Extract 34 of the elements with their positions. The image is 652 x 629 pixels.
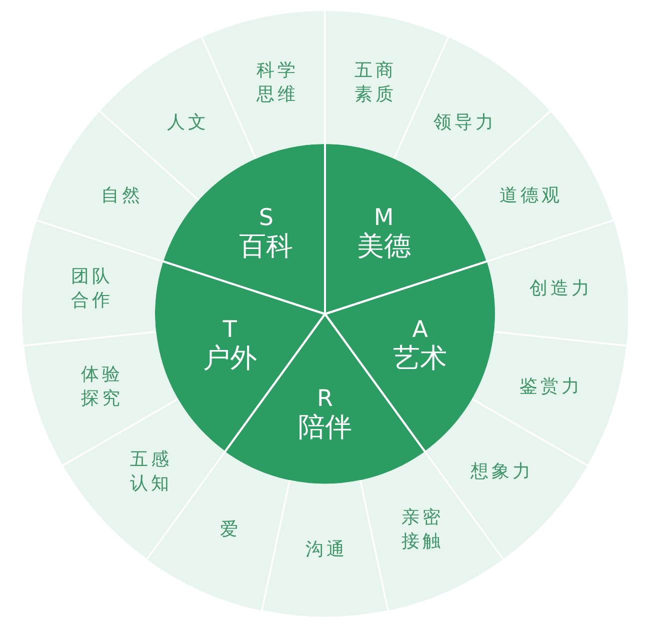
skill-label: 五商素质 [354, 59, 398, 108]
skill-label: 创造力 [528, 277, 594, 302]
ring-segment [424, 399, 588, 560]
skill-label: 体验探究 [80, 362, 124, 411]
skill-label: 人文 [166, 111, 210, 136]
ring-segment [262, 480, 388, 617]
skill-label: 科学思维 [255, 59, 300, 108]
category-letter: A [412, 316, 428, 343]
skill-label: 亲密接触 [400, 506, 444, 554]
skill-label: 想象力 [469, 460, 534, 484]
ring-segment [146, 452, 290, 610]
category-label: 百科 [239, 232, 294, 262]
ring-segment [24, 332, 178, 466]
pie-sector [325, 144, 487, 314]
skill-label: 爱 [218, 518, 242, 542]
category-label: 户外 [202, 344, 257, 374]
category-label: 陪伴 [298, 413, 352, 443]
ring-segment [451, 111, 614, 262]
category-letter: S [258, 205, 274, 232]
category-label: 美德 [356, 232, 411, 262]
skill-label: 道德观 [498, 184, 564, 208]
ring-segment [22, 220, 164, 346]
skill-label: 鉴赏力 [518, 374, 584, 399]
skill-label: 领导力 [432, 111, 498, 136]
ring-segment [486, 220, 628, 346]
category-letter: R [317, 386, 333, 412]
skill-label: 自然 [100, 184, 144, 208]
skill-label: 团队合作 [70, 265, 114, 314]
category-label: 艺术 [393, 344, 448, 374]
category-letter: T [222, 316, 237, 343]
pie-sector [163, 144, 325, 314]
category-letter: M [374, 205, 394, 232]
skill-label: 五感认知 [129, 448, 174, 496]
skill-label: 沟通 [304, 538, 348, 562]
